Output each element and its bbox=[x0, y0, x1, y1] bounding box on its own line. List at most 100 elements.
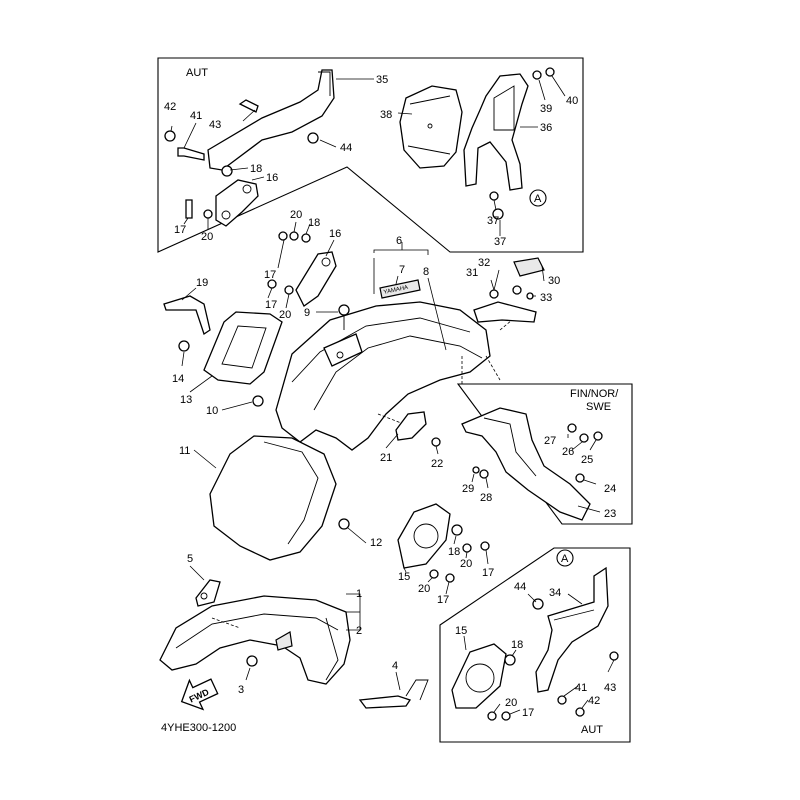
callout-7: 7 bbox=[399, 264, 405, 276]
callout-43: 43 bbox=[209, 119, 221, 131]
callout-6: 6 bbox=[396, 235, 402, 247]
bolt-39 bbox=[532, 70, 542, 80]
callout-20-mid: 20 bbox=[290, 209, 302, 221]
callout-18-mid: 18 bbox=[308, 217, 320, 229]
washer-28 bbox=[479, 469, 489, 479]
fin-nor-label-1: FIN/NOR/ bbox=[570, 388, 619, 400]
callout-20-mid2: 20 bbox=[279, 309, 291, 321]
plate-15-mid bbox=[397, 503, 451, 569]
washer-20-mid-a bbox=[289, 231, 299, 241]
callout-44: 44 bbox=[340, 142, 352, 154]
callout-17-mid2: 17 bbox=[265, 299, 277, 311]
nut-42 bbox=[164, 130, 176, 142]
nut-29 bbox=[472, 466, 480, 474]
callout-18-mid2: 18 bbox=[448, 546, 460, 558]
front-fender-1 bbox=[159, 595, 351, 685]
callout-2: 2 bbox=[356, 625, 362, 637]
callout-17-mid4: 17 bbox=[437, 594, 449, 606]
housing-13 bbox=[203, 311, 283, 385]
callout-9: 9 bbox=[304, 307, 310, 319]
bolt-12 bbox=[338, 518, 350, 530]
callout-15-mid: 15 bbox=[398, 571, 410, 583]
bolt-17-mid-a bbox=[278, 231, 288, 241]
reference-marker-a-bottom bbox=[556, 549, 574, 567]
callout-44-bottom: 44 bbox=[514, 581, 526, 593]
drawing-code: 4YHE300-1200 bbox=[161, 722, 236, 734]
callout-11: 11 bbox=[179, 445, 190, 457]
callout-14: 14 bbox=[172, 373, 184, 385]
callout-13: 13 bbox=[180, 394, 192, 406]
callout-29: 29 bbox=[462, 483, 474, 495]
nut-42-bottom bbox=[575, 707, 585, 717]
callout-5: 5 bbox=[187, 553, 193, 565]
callout-32: 32 bbox=[478, 257, 490, 269]
callout-21: 21 bbox=[380, 452, 392, 464]
callout-20-bottom: 20 bbox=[505, 697, 517, 709]
washer-20-bottom bbox=[487, 711, 497, 721]
bolt-43 bbox=[238, 99, 259, 113]
fin-nor-label-2: SWE bbox=[586, 401, 611, 413]
callout-17-bottom: 17 bbox=[522, 707, 534, 719]
callout-17-top: 17 bbox=[174, 224, 186, 236]
emblem-7 bbox=[379, 279, 421, 299]
nut-31 bbox=[489, 289, 499, 299]
bracket-32 bbox=[512, 285, 522, 295]
washer-20-top bbox=[203, 209, 213, 219]
inner-fender-11 bbox=[209, 435, 337, 561]
bolt-17-mid-b bbox=[267, 279, 277, 289]
callout-17-mid: 17 bbox=[264, 269, 276, 281]
license-bracket bbox=[473, 301, 537, 323]
marker-a-bottom-label: A bbox=[561, 553, 569, 565]
washer-20-mid-b bbox=[284, 285, 294, 295]
fender-tab bbox=[323, 333, 363, 367]
callout-15-bottom: 15 bbox=[455, 625, 467, 637]
bolt-14 bbox=[178, 340, 190, 352]
nut-24 bbox=[575, 473, 585, 483]
clamp-5 bbox=[195, 579, 221, 607]
callout-40: 40 bbox=[566, 95, 578, 107]
bolt-17-mid2 bbox=[480, 541, 490, 551]
mid-plate-group bbox=[397, 503, 490, 595]
callout-18-bottom: 18 bbox=[511, 639, 523, 651]
callout-19: 19 bbox=[196, 277, 208, 289]
callout-8: 8 bbox=[423, 266, 429, 278]
bolt-44 bbox=[307, 132, 319, 144]
marker-a-top-label: A bbox=[534, 193, 542, 205]
reference-marker-a-top bbox=[529, 189, 547, 207]
backrest-pad-38 bbox=[399, 85, 463, 169]
bolt-22 bbox=[431, 437, 441, 447]
emblem-text: YAMAHA bbox=[383, 285, 409, 296]
strip-19 bbox=[163, 295, 211, 336]
bolt-41 bbox=[177, 147, 205, 161]
callout-39: 39 bbox=[540, 103, 552, 115]
nut-18-bottom bbox=[504, 654, 516, 666]
callout-42-bottom: 42 bbox=[588, 695, 600, 707]
callout-30: 30 bbox=[548, 275, 560, 287]
bracket-21 bbox=[395, 411, 427, 441]
callout-20-mid3: 20 bbox=[460, 558, 472, 570]
callout-41-bottom: 41 bbox=[575, 682, 587, 694]
nut-18-mid bbox=[301, 233, 311, 243]
aut-top-box: AUT A bbox=[157, 57, 584, 253]
callout-16-top: 16 bbox=[266, 172, 278, 184]
bracket-34 bbox=[535, 566, 609, 693]
bolt-37b bbox=[492, 208, 504, 220]
nut-18-mid2 bbox=[451, 524, 463, 536]
washer-27 bbox=[567, 423, 577, 433]
plate-16-top bbox=[215, 179, 259, 227]
callout-20-mid4: 20 bbox=[418, 583, 430, 595]
callout-36: 36 bbox=[540, 122, 552, 134]
fender-stay bbox=[275, 631, 293, 651]
cable-guide-4 bbox=[358, 695, 412, 709]
callout-37a: 37 bbox=[487, 215, 499, 227]
callout-22: 22 bbox=[431, 458, 443, 470]
callout-1: 1 bbox=[356, 588, 362, 600]
front-fender-assembly: FWD 4YHE300-1200 bbox=[159, 565, 429, 734]
bolt-17-top bbox=[185, 199, 193, 219]
callout-12: 12 bbox=[370, 537, 382, 549]
callout-23: 23 bbox=[604, 508, 616, 520]
bolt-43-bottom bbox=[609, 651, 619, 661]
callout-43-bottom: 43 bbox=[604, 682, 616, 694]
callout-24: 24 bbox=[604, 483, 616, 495]
